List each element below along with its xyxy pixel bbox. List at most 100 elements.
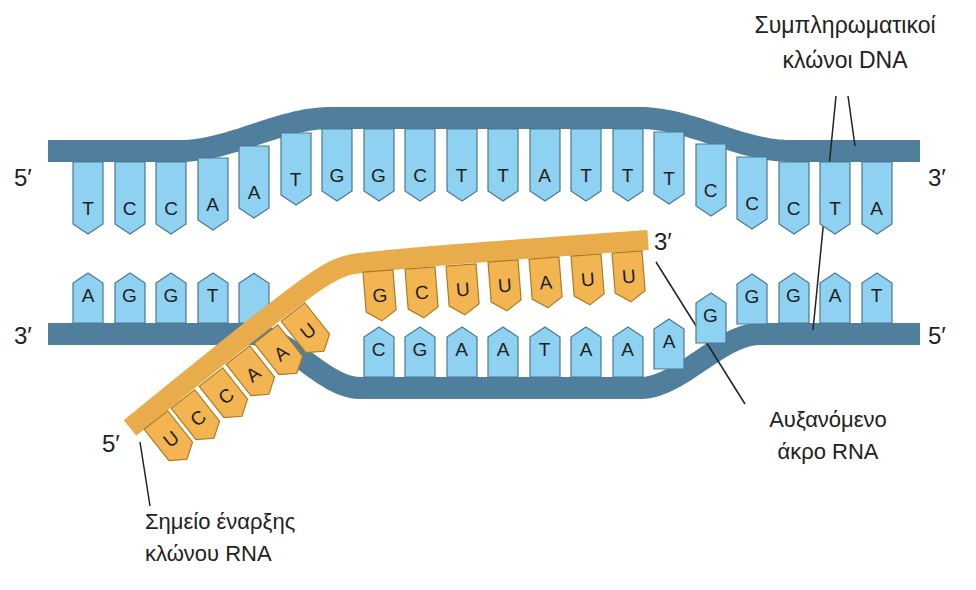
dna-base: A	[613, 327, 643, 377]
dna-base: A	[820, 273, 850, 323]
dna-base: A	[198, 158, 228, 230]
dna-base: T	[198, 273, 228, 323]
dna-base: A	[73, 273, 103, 323]
base-letter: C	[414, 281, 429, 304]
dna-base: G	[115, 273, 145, 323]
base-letter: C	[745, 193, 759, 215]
base-letter: T	[456, 165, 468, 187]
base-letter: U	[621, 265, 636, 288]
leader-line	[848, 96, 855, 146]
base-letter: C	[413, 165, 427, 187]
dna-base: G	[779, 273, 809, 323]
base-letter: A	[455, 339, 468, 361]
dna-base: C	[405, 129, 435, 201]
dna-base: T	[571, 129, 601, 201]
base-letter: G	[745, 286, 760, 308]
base-letter: A	[829, 285, 842, 307]
dna-base: T	[820, 162, 850, 234]
end-label: 3′	[654, 228, 672, 257]
dna-base: A	[239, 146, 269, 218]
callout-label: Αυξανόμενο άκρο RNA	[758, 404, 898, 468]
dna-base: A	[862, 162, 892, 234]
dna-base: T	[654, 132, 684, 204]
end-label: 5′	[102, 430, 120, 459]
dna-base: T	[530, 327, 560, 377]
base-letter: A	[663, 331, 676, 353]
base-letter: A	[539, 272, 553, 295]
rna-strand	[130, 240, 648, 428]
base-letter: A	[497, 339, 510, 361]
base-letter: A	[206, 194, 219, 216]
dna-base: C	[364, 327, 394, 377]
callout-label: Σημείο έναρξης κλώνου RNA	[145, 506, 323, 570]
base-letter: C	[123, 198, 137, 220]
base-letter: T	[539, 339, 551, 361]
dna-base: A	[654, 319, 684, 369]
base-letter: U	[455, 278, 470, 301]
base-letter: A	[580, 339, 593, 361]
dna-base: A	[488, 327, 518, 377]
base-letter: T	[829, 198, 841, 220]
rna-base: A	[529, 257, 563, 309]
dna-base: G	[364, 129, 394, 201]
dna-base: T	[447, 129, 477, 201]
base-letter: C	[164, 198, 178, 220]
base-letter: T	[622, 165, 634, 187]
base-letter: C	[787, 198, 801, 220]
base-letter: C	[372, 339, 386, 361]
rna-base: U	[571, 254, 605, 306]
base-letter: A	[870, 198, 883, 220]
base-letter: T	[580, 165, 592, 187]
base-letter: T	[663, 168, 675, 190]
dna-base: G	[322, 129, 352, 201]
dna-base: A	[571, 327, 601, 377]
dna-base: T	[488, 129, 518, 201]
dna-base: C	[115, 162, 145, 234]
dna-base: A	[447, 327, 477, 377]
base-letter: T	[497, 165, 509, 187]
dna-base: G	[156, 273, 186, 323]
base-letter: G	[372, 285, 388, 308]
rna-strand-shade	[130, 240, 648, 428]
base-letter: G	[122, 285, 137, 307]
dna-base: C	[779, 162, 809, 234]
dna-strand	[48, 118, 920, 151]
rna-base: U	[612, 250, 646, 302]
base-letter: G	[371, 165, 386, 187]
dna-base: G	[405, 327, 435, 377]
base-letter: G	[164, 285, 179, 307]
base-letter: T	[207, 285, 219, 307]
dna-base: A	[530, 129, 560, 201]
rna-base: U	[446, 263, 480, 315]
base-letter: G	[786, 285, 801, 307]
rna-base: G	[363, 270, 397, 322]
dna-base: G	[737, 274, 767, 324]
dna-base: C	[696, 144, 726, 216]
leader-line	[656, 262, 745, 404]
dna-base: G	[696, 293, 726, 343]
base-letter: A	[621, 339, 634, 361]
base-letter: C	[704, 180, 718, 202]
base-letter: T	[82, 198, 94, 220]
base-letter: G	[413, 339, 428, 361]
rna-base: C	[405, 267, 439, 319]
dna-base: C	[156, 162, 186, 234]
dna-base: T	[862, 273, 892, 323]
rna-base: U	[488, 260, 522, 312]
dna-base: T	[73, 162, 103, 234]
dna-base: C	[737, 157, 767, 229]
end-label: 3′	[928, 164, 946, 193]
end-label: 3′	[14, 322, 32, 351]
end-label: 5′	[928, 322, 946, 351]
leader-line	[140, 442, 150, 506]
base-letter: A	[82, 285, 95, 307]
base-letter: T	[290, 169, 302, 191]
base-letter: T	[871, 285, 883, 307]
dna-base: T	[281, 133, 311, 205]
callout-label: Συμπληρωματικοί κλώνοι DNA	[745, 8, 945, 77]
base-letter: A	[248, 182, 261, 204]
end-label: 5′	[14, 164, 32, 193]
base-letter: U	[497, 275, 512, 298]
base-letter: U	[580, 268, 595, 291]
base-letter: A	[538, 165, 551, 187]
